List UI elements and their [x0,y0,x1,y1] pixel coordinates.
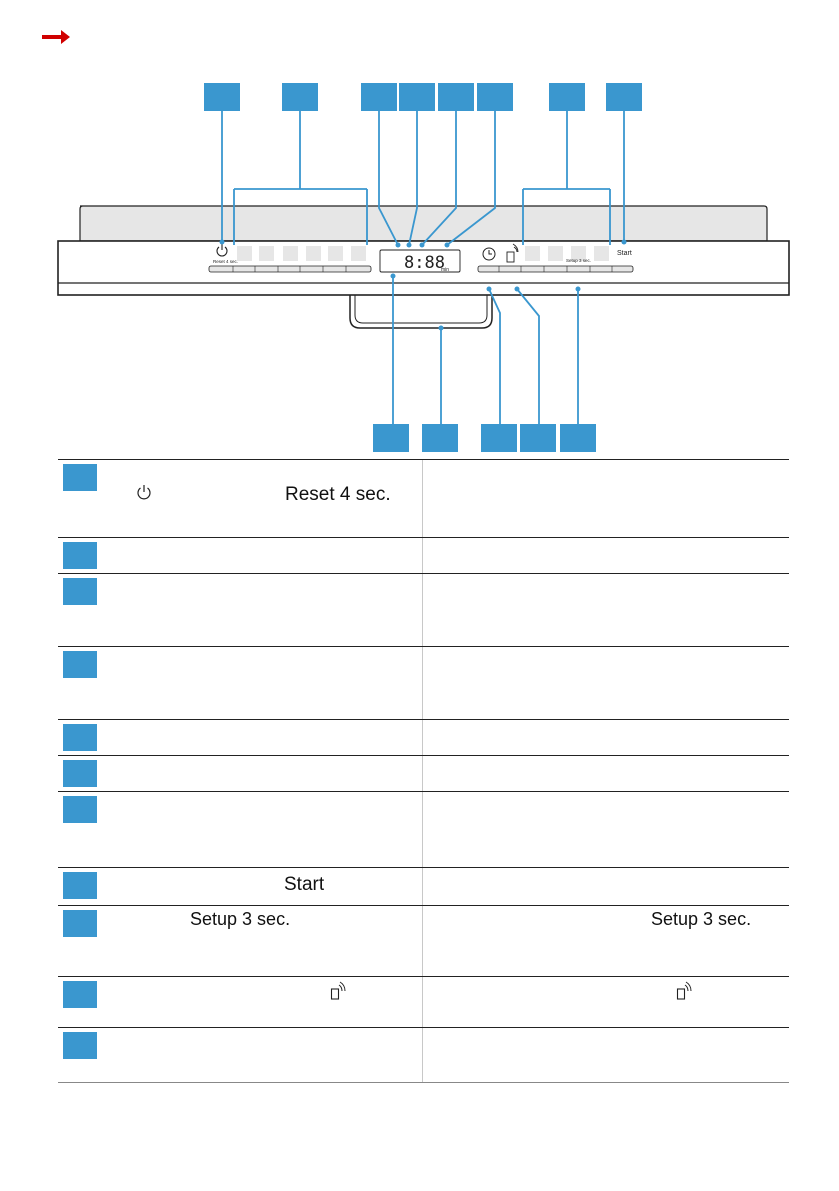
legend-row [58,977,789,1028]
touch-strip-right[interactable] [477,265,634,273]
legend-number-box [63,760,97,787]
callout-6 [477,83,513,111]
legend-column-divider [422,647,423,719]
setup-3sec-panel-label: Setup 3 sec. [566,258,591,263]
leader-lines-top [221,111,625,246]
callout-1 [204,83,240,111]
legend-column-divider [422,460,423,537]
callout-2 [282,83,318,111]
callout-3 [361,83,397,111]
legend-column-divider [422,720,423,755]
legend-number-box [63,542,97,569]
leader-lines-bottom [392,276,579,424]
legend-number-box [63,1032,97,1059]
legend-row: Setup 3 sec. Setup 3 sec. [58,906,789,977]
legend-column-divider [422,1028,423,1082]
display-digits: 8:88 [404,253,445,273]
display-unit: min [441,267,449,273]
legend-number-box [63,724,97,751]
legend-row: Reset 4 sec. [58,460,789,538]
legend-column-divider [422,977,423,1027]
legend-row [58,538,789,574]
page-arrow-icon [42,30,70,44]
legend-row [58,792,789,868]
legend-column-divider [422,538,423,573]
legend-top-rule [58,459,789,460]
legend-number-box [63,464,97,491]
legend-number-box [63,910,97,937]
callout-7 [549,83,585,111]
callout-12 [520,424,556,452]
control-panel-diagram: Reset 4 sec. 8:88 min [57,111,790,424]
touch-strip-left[interactable] [208,265,372,273]
callout-10 [422,424,458,452]
remote-start-icon [676,981,692,1000]
legend-number-box [63,796,97,823]
start-panel-label: Start [617,250,632,257]
callout-9 [373,424,409,452]
legend-row [58,720,789,756]
legend-start-label: Start [284,874,325,895]
legend-number-box [63,578,97,605]
program-buttons-left[interactable] [237,246,366,261]
legend-number-box [63,981,97,1008]
remote-start-icon [330,981,346,1000]
option-buttons-right[interactable] [525,246,609,261]
legend-row [58,647,789,720]
callout-13 [560,424,596,452]
legend-row: Start [58,868,789,906]
legend-row [58,1028,789,1083]
legend-column-divider [422,906,423,976]
legend-setup-label-right: Setup 3 sec. [651,909,752,929]
legend-row [58,756,789,792]
legend-column-divider [422,792,423,867]
callout-4 [399,83,435,111]
remote-start-icon[interactable] [506,243,519,263]
callout-11 [481,424,517,452]
legend-reset-label: Reset 4 sec. [285,484,391,505]
legend-column-divider [422,574,423,646]
legend-row [58,574,789,647]
reset-4sec-panel-label: Reset 4 sec. [213,259,238,264]
callout-8 [606,83,642,111]
time-display [379,249,461,273]
callout-5 [438,83,474,111]
legend-column-divider [422,756,423,791]
legend-number-box [63,872,97,899]
legend-column-divider [422,868,423,905]
legend-setup-label-left: Setup 3 sec. [190,909,291,929]
power-icon[interactable] [216,244,228,257]
timer-clock-icon[interactable] [482,247,496,261]
legend-number-box [63,651,97,678]
power-icon [137,485,151,500]
